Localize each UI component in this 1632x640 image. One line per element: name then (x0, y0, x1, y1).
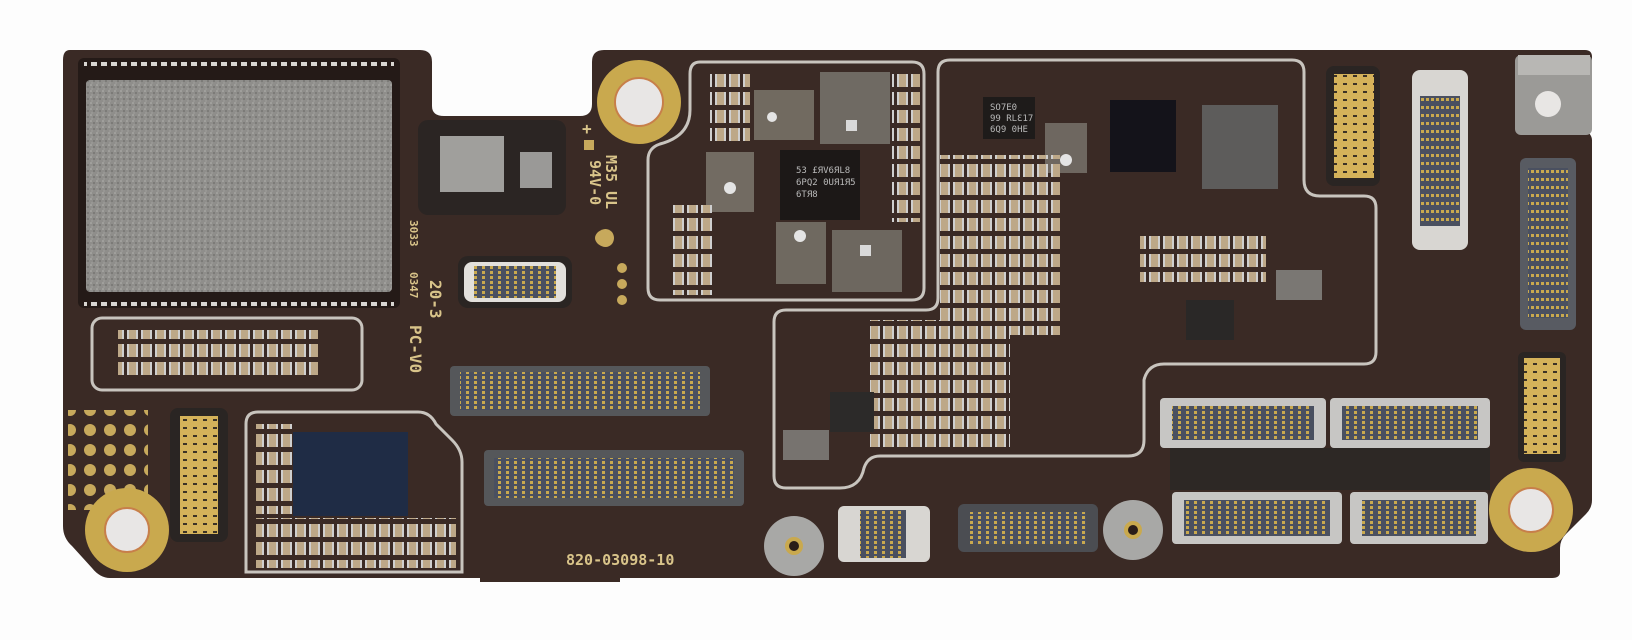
standoff-top-center (597, 60, 681, 144)
small-chip (1186, 300, 1234, 340)
chip-marking-line2: 99 RLƐ17 (990, 114, 1033, 124)
gray-chip (1202, 105, 1278, 189)
caps-array (256, 424, 292, 514)
polarity-plus: + (582, 119, 592, 138)
board-connector-vertical-gold-left (170, 408, 228, 542)
small-chip (830, 392, 874, 432)
date-code-1: 3033 (407, 220, 420, 247)
standoff-bottom-mid-2 (1103, 500, 1163, 560)
ul-marking: M35 UL (602, 155, 620, 209)
board-connector-small-bottom-2 (958, 504, 1098, 552)
pmic-marking-line1: 53 £ЯV6ЯL8 (796, 166, 850, 176)
board-connector-gold-top-right (1326, 66, 1380, 186)
board-connector-vertical-1 (1412, 70, 1468, 250)
black-chip (1110, 100, 1176, 172)
rev-marking-1: 20-3 (426, 280, 445, 319)
sensor-module (418, 120, 566, 215)
board-connector-vertical-2 (1520, 158, 1576, 330)
caps-row (118, 330, 318, 378)
caps-array (1140, 232, 1266, 282)
board-connector-bottom-right-4 (1350, 492, 1488, 544)
caps-block (710, 72, 750, 142)
board-connector-small-bottom-1 (838, 506, 930, 562)
pmic-chip: 53 £ЯV6ЯL8 6PQ2 0UЯ1Я5 6TЯ8 (780, 150, 860, 220)
shield-outline-bottom-left (244, 410, 464, 574)
test-pad (617, 295, 627, 305)
caps-array (870, 320, 1010, 450)
board-connector-bottom-right-3 (1172, 492, 1342, 544)
chip-marking-line1: SO7E0 (990, 103, 1017, 113)
board-connector-small-top (458, 256, 572, 308)
caps-block (892, 72, 920, 222)
standoff-bottom-right (1489, 468, 1573, 552)
board-connector-large-1 (450, 366, 710, 416)
caps-array (256, 518, 456, 568)
board-connector-bottom-right-1 (1160, 398, 1326, 448)
date-code-2: 0347 (407, 272, 420, 299)
shield-outline-power (646, 60, 926, 302)
bga-chip-blue (293, 432, 408, 516)
power-inductors (706, 72, 902, 292)
inductor (1276, 270, 1322, 300)
board-part-number: 820-03098-10 (566, 551, 674, 569)
board-connector-large-2 (484, 450, 744, 506)
chip-upper-right: SO7E0 99 RLƐ17 6Q9 0НE (983, 97, 1035, 139)
caps-block (670, 205, 714, 295)
flammability-rating: 94V-0 (586, 160, 604, 205)
metal-bracket (1515, 55, 1592, 135)
inductor-dot (1060, 154, 1072, 166)
board-connector-bottom-right-2 (1330, 398, 1490, 448)
rev-marking-2: PC-V0 (406, 325, 425, 373)
chip-marking-line3: 6Q9 0НE (990, 125, 1028, 135)
adhesive-residue (1170, 448, 1490, 490)
test-pad (617, 279, 627, 289)
pmic-marking-line3: 6TЯ8 (796, 190, 818, 200)
board-connector-gold-right (1518, 352, 1566, 462)
silk-square-marker (584, 140, 594, 150)
shield-outline-small-left (90, 316, 364, 392)
test-pad (617, 263, 627, 273)
shield-outline-main (772, 58, 1378, 490)
pmic-marking-line2: 6PQ2 0UЯ1Я5 (796, 178, 856, 188)
shield-can-top-left (78, 58, 400, 308)
standoff-bottom-mid-1 (764, 516, 824, 576)
inductor (783, 430, 829, 460)
standoff-bottom-left (85, 488, 169, 572)
apple-logo (595, 229, 614, 247)
caps-array (940, 155, 1060, 335)
